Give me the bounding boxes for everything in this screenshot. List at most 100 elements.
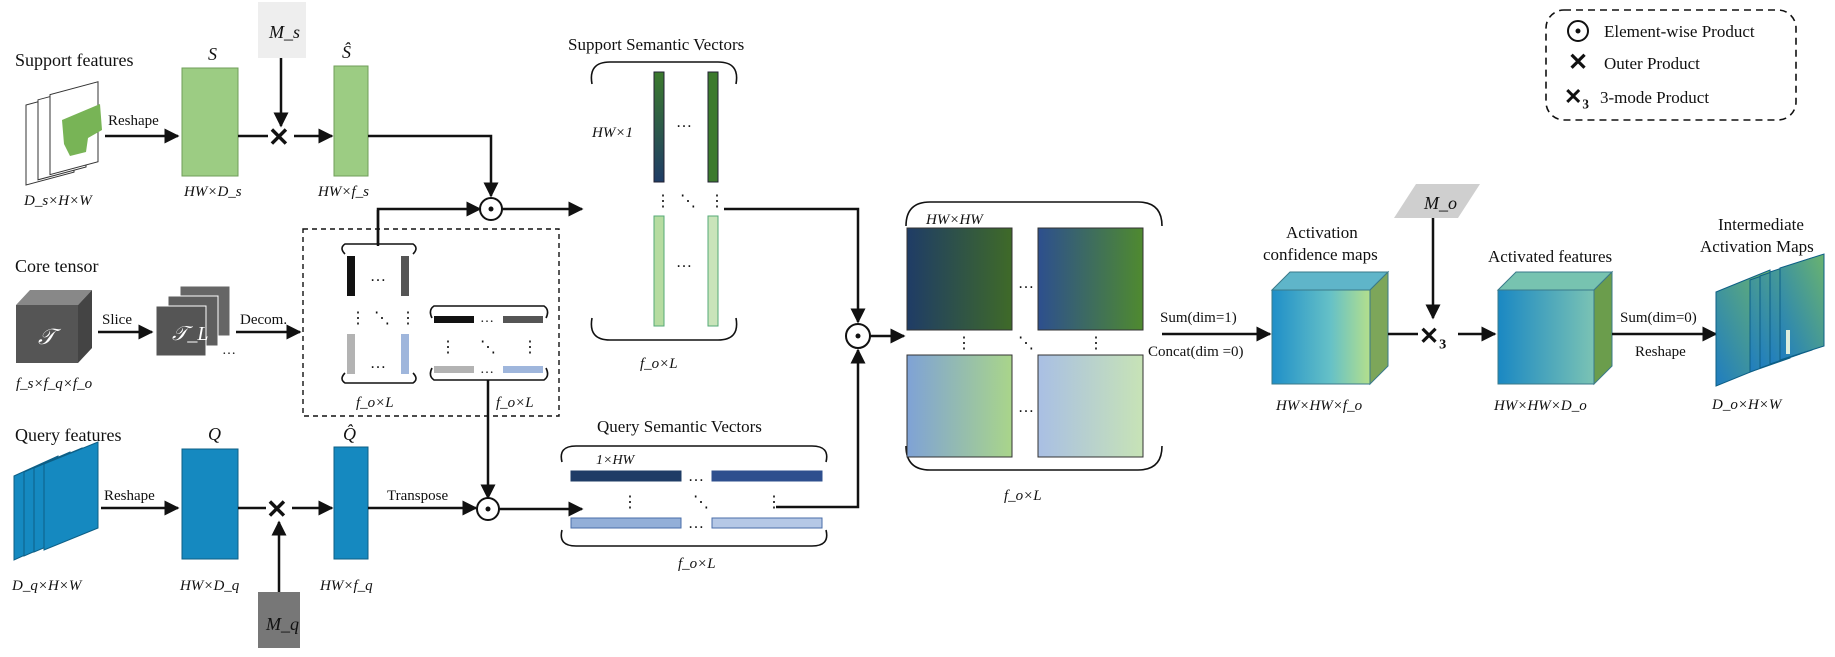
- S-dims: HW×D_s: [183, 184, 242, 200]
- outer-product-support-icon: ✕: [268, 123, 290, 152]
- query-vectors-1hw: 1×HW: [596, 453, 636, 468]
- final-reshape-label: Reshape: [1635, 344, 1686, 360]
- activation-confidence-cube: [1270, 270, 1390, 386]
- Shat-label: Ŝ: [342, 41, 351, 62]
- support-reshape-label: Reshape: [108, 113, 159, 129]
- svg-text:…: …: [1018, 275, 1034, 292]
- query-features-title: Query features: [15, 425, 121, 445]
- factor-hbar-lightgray: [434, 366, 474, 373]
- query-vector-last: [711, 470, 823, 482]
- concat-dim0-label: Concat(dim =0): [1148, 344, 1244, 360]
- svg-text:…: …: [370, 355, 386, 372]
- factor-hbar-gray: [503, 316, 543, 323]
- svg-text:…: …: [1018, 399, 1034, 416]
- Q-label: Q: [208, 424, 221, 444]
- svg-text:…: …: [480, 311, 494, 326]
- svg-text:…: …: [676, 254, 692, 271]
- outer-product-query-icon: ✕: [266, 495, 288, 524]
- decomp-right-dims: f_o×L: [496, 395, 534, 411]
- Q-dims: HW×D_q: [179, 578, 240, 594]
- Shat-to-product-arrow: [368, 134, 499, 198]
- support-vector-bottom-first: [653, 215, 665, 327]
- tauL-label: 𝒯_L: [172, 323, 208, 345]
- support-vectors-hw1: HW×1: [591, 125, 633, 141]
- svg-text:⋱: ⋱: [480, 339, 496, 356]
- legend: Element-wise Product ✕ Outer Product ✕₃ …: [1545, 9, 1797, 121]
- activation-conf-title-1: Activation: [1286, 223, 1358, 242]
- query-reshape-label: Reshape: [104, 488, 155, 504]
- query-vectors-to-product-arrow: [776, 348, 866, 509]
- factor-bar-black: [347, 256, 355, 296]
- matrix-block-bottom-right: [1037, 354, 1144, 458]
- svg-text:⋮: ⋮: [655, 193, 671, 210]
- svg-text:⋮: ⋮: [522, 339, 538, 356]
- svg-text:…: …: [480, 362, 494, 377]
- matrix-dims: f_o×L: [1004, 488, 1042, 504]
- Ms-label: M_s: [268, 22, 300, 42]
- support-vector-first: [653, 71, 665, 183]
- activated-features-dims: HW×HW×D_o: [1493, 398, 1587, 414]
- support-vector-last: [707, 71, 719, 183]
- tau-dims: f_s×f_q×f_o: [16, 376, 93, 392]
- Mo-box: [1394, 184, 1480, 218]
- support-vectors-title: Support Semantic Vectors: [568, 35, 744, 54]
- intermediate-dims: D_o×H×W: [1711, 397, 1783, 413]
- svg-text:…: …: [676, 114, 692, 131]
- legend-frame: [1545, 9, 1797, 121]
- matrix-hwhw-label: HW×HW: [925, 212, 984, 228]
- S-matrix: [181, 67, 239, 177]
- svg-text:⋱: ⋱: [374, 310, 390, 327]
- query-feature-stack: [13, 441, 99, 561]
- Qhat-label: Q̂: [343, 424, 356, 444]
- matrix-block-top-left: [906, 227, 1013, 331]
- query-vector-first: [570, 470, 682, 482]
- svg-text:⋮: ⋮: [400, 310, 416, 327]
- svg-text:…: …: [222, 343, 236, 358]
- transpose-label: Transpose: [387, 488, 448, 504]
- svg-text:…: …: [688, 515, 704, 532]
- factor-bar-lightblue: [401, 334, 409, 374]
- Qhat-matrix: [333, 446, 369, 560]
- svg-text:⋮: ⋮: [766, 494, 782, 511]
- svg-text:⋱: ⋱: [680, 193, 696, 210]
- outer-product-icon: ✕: [1568, 50, 1588, 76]
- support-feature-stack: [25, 81, 102, 186]
- decomp-left-dims: f_o×L: [356, 395, 394, 411]
- Ms-box: [258, 2, 306, 58]
- three-mode-product-icon: ✕₃: [1564, 84, 1589, 109]
- elementwise-product-icon: [1567, 20, 1589, 42]
- core-tensor-cube: [16, 290, 92, 363]
- support-features-title: Support features: [15, 50, 133, 70]
- intermediate-activation-stack: [1715, 253, 1825, 387]
- matrix-block-top-right: [1037, 227, 1144, 331]
- S-label: S: [208, 44, 217, 64]
- core-tensor-title: Core tensor: [15, 256, 98, 276]
- intermediate-title-2: Activation Maps: [1700, 237, 1814, 256]
- support-vector-bottom-last: [707, 215, 719, 327]
- support-input-dims: D_s×H×W: [23, 193, 93, 209]
- intermediate-title-1: Intermediate: [1718, 215, 1804, 234]
- svg-text:⋮: ⋮: [956, 335, 972, 352]
- query-vector-bottom-last: [711, 517, 823, 529]
- Mq-box: [258, 592, 300, 648]
- matrix-block-bottom-left: [906, 354, 1013, 458]
- sum-dim0-label: Sum(dim=0): [1620, 310, 1697, 326]
- legend-elementwise-label: Element-wise Product: [1604, 22, 1755, 41]
- Mq-label: M_q: [265, 614, 299, 634]
- query-vectors-title: Query Semantic Vectors: [597, 417, 762, 436]
- three-mode-product-center-icon: ✕₃: [1419, 324, 1446, 350]
- query-input-dims: D_q×H×W: [11, 578, 83, 594]
- svg-text:…: …: [688, 468, 704, 485]
- svg-text:⋮: ⋮: [440, 339, 456, 356]
- legend-outer-label: Outer Product: [1604, 54, 1700, 73]
- svg-text:…: …: [370, 268, 386, 285]
- factor-bar-lightgray: [347, 334, 355, 374]
- Q-matrix: [181, 448, 239, 560]
- svg-text:⋱: ⋱: [693, 494, 709, 511]
- factor-hbar-lightblue: [503, 366, 543, 373]
- Qhat-dims: HW×f_q: [319, 578, 373, 594]
- sum-dim1-label: Sum(dim=1): [1160, 310, 1237, 326]
- svg-text:⋮: ⋮: [1088, 335, 1104, 352]
- Mo-label: M_o: [1423, 193, 1457, 213]
